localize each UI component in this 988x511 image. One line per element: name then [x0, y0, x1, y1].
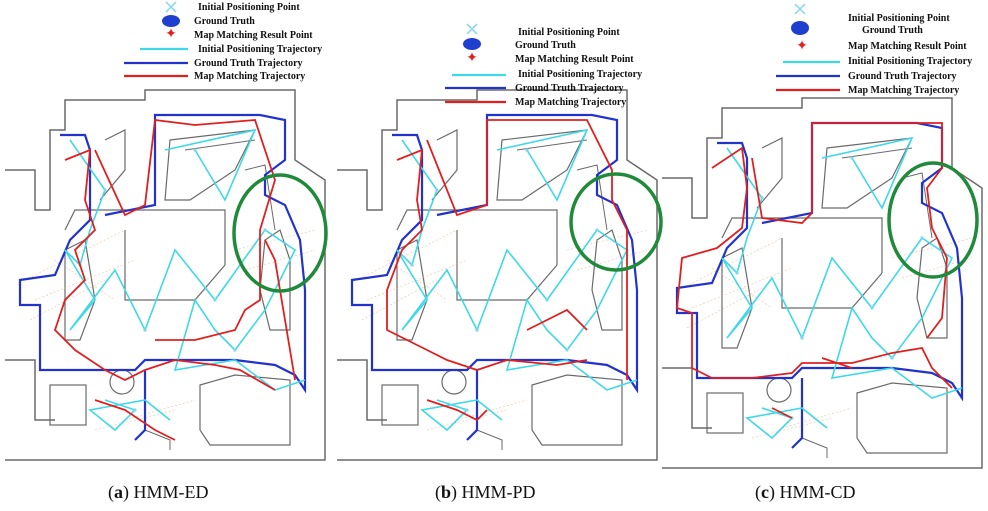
- svg-text:✦: ✦: [796, 39, 808, 54]
- legend-c-label-2: Map Matching Result Point: [848, 41, 967, 52]
- caption-c: (c) HMM-CD: [755, 482, 856, 502]
- legend-b-label-2: Map Matching Result Point: [515, 54, 634, 65]
- legend-a-label-1: Ground Truth: [194, 16, 255, 27]
- legend-c-label-1: Ground Truth: [862, 25, 923, 36]
- caption-a-letter: a: [114, 482, 123, 502]
- caption-a: (a) HMM-ED: [108, 482, 209, 502]
- panel-a-highlight-ellipse: [232, 173, 328, 293]
- caption-b: (b) HMM-PD: [435, 482, 536, 502]
- panel-b-legend: ✦ Initial Positioning Point Ground Truth…: [445, 23, 642, 108]
- legend-a-label-2: Map Matching Result Point: [194, 30, 313, 41]
- legend-a-label-3: Initial Positioning Trajectory: [198, 44, 322, 55]
- legend-a-label-0: Initial Positioning Point: [198, 2, 300, 13]
- panel-b-highlight-ellipse: [569, 172, 663, 272]
- legend-c-label-3: Initial Positioning Trajectory: [848, 56, 972, 67]
- panel-b-plot: [335, 88, 663, 462]
- legend-b-label-0: Initial Positioning Point: [518, 27, 620, 38]
- legend-a-label-5: Map Matching Trajectory: [194, 71, 305, 82]
- legend-c-label-4: Ground Truth Trajectory: [848, 71, 957, 82]
- svg-text:✦: ✦: [466, 51, 478, 66]
- caption-a-text: HMM-ED: [133, 482, 209, 502]
- legend-a-marker-star: ✦: [165, 27, 177, 42]
- panel-c-plot: [660, 96, 984, 470]
- panel-c-highlight-ellipse: [887, 161, 979, 279]
- legend-a-marker-ellipse: [162, 15, 180, 27]
- legend-b-label-1: Ground Truth: [515, 40, 576, 51]
- caption-c-text: HMM-CD: [779, 482, 856, 502]
- legend-c-label-5: Map Matching Trajectory: [848, 85, 959, 96]
- legend-c-label-0: Initial Positioning Point: [848, 13, 950, 24]
- panel-a-legend: ✦ Initial Positioning Point Ground Truth…: [124, 1, 322, 82]
- caption-b-letter: b: [441, 482, 452, 502]
- legend-a-label-4: Ground Truth Trajectory: [194, 58, 303, 69]
- legend-b-label-4: Ground Truth Trajectory: [515, 83, 624, 94]
- panel-a-plot: [3, 88, 328, 462]
- legend-a-marker-x: [165, 1, 177, 13]
- legend-b-label-3: Initial Positioning Trajectory: [518, 69, 642, 80]
- panel-c-legend: ✦ Initial Positioning Point Ground Truth…: [776, 3, 972, 96]
- caption-b-text: HMM-PD: [461, 482, 536, 502]
- caption-c-letter: c: [761, 482, 769, 502]
- legend-b-label-5: Map Matching Trajectory: [515, 97, 626, 108]
